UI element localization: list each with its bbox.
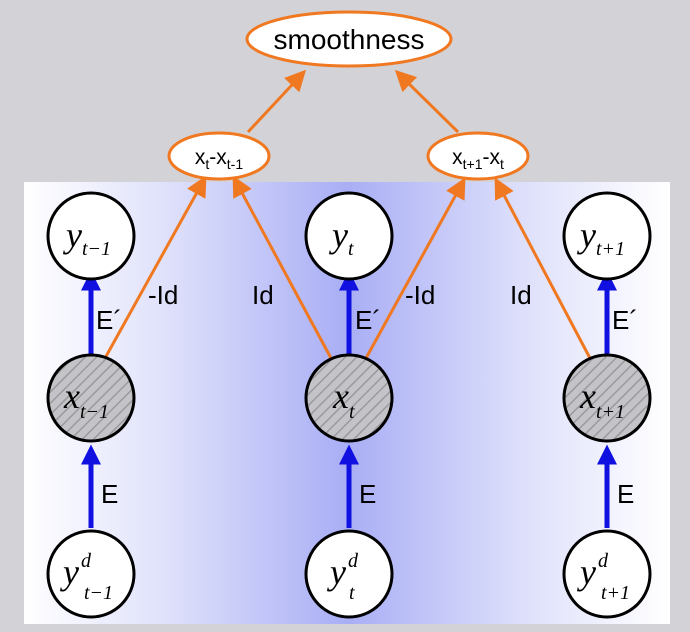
yd-node-t [304, 529, 394, 619]
label-e-prime-3: E´ [612, 305, 638, 335]
edge-neg-id-left [102, 175, 207, 361]
yd-node-t-plus-1-sub: t+1 [601, 582, 630, 604]
label-neg-id-1: -Id [148, 280, 178, 310]
diff-node-2 [426, 131, 530, 181]
y-node-t-minus-1 [46, 191, 136, 281]
label-e-prime-1: E´ [96, 305, 122, 335]
y-node-t-plus-1-label: yt+1 [577, 215, 625, 260]
y-node-t-label: yt [329, 215, 354, 260]
smoothness-label: smoothness [274, 24, 425, 55]
edge-id-left [232, 175, 334, 361]
edge-neg-id-right [363, 177, 466, 361]
x-node-t-minus-1-label: xt−1 [63, 376, 109, 423]
x-node-t-plus-1-label: xt+1 [579, 376, 625, 423]
label-e-2: E [359, 479, 376, 509]
edge-diff1-smooth [246, 69, 307, 134]
label-id-2: Id [510, 280, 532, 310]
x-node-t-minus-1 [46, 353, 136, 443]
diff-node-1-label: xt-xt-1 [195, 146, 243, 172]
label-id-1: Id [252, 280, 274, 310]
smoothness-node [245, 10, 453, 68]
edge-id-right [494, 177, 594, 363]
label-e-1: E [101, 479, 118, 509]
label-e-3: E [617, 479, 634, 509]
x-node-t-plus-1 [562, 353, 652, 443]
yd-node-t-minus-1 [46, 529, 136, 619]
x-node-t [304, 353, 394, 443]
yd-node-t-plus-1 [562, 529, 652, 619]
diff-node-1 [167, 131, 271, 181]
edge-diff2-smooth [394, 69, 460, 134]
y-node-t-plus-1 [562, 191, 652, 281]
label-e-prime-2: E´ [355, 305, 381, 335]
yd-node-t-minus-1-sub: t−1 [84, 582, 113, 604]
label-neg-id-2: -Id [405, 280, 435, 310]
y-node-t [304, 191, 394, 281]
x-node-t-label: xt [332, 376, 355, 423]
diff-node-2-label: xt+1-xt [452, 146, 504, 172]
y-node-t-minus-1-label: yt−1 [63, 215, 111, 260]
yd-node-t-sub: t [349, 582, 355, 604]
